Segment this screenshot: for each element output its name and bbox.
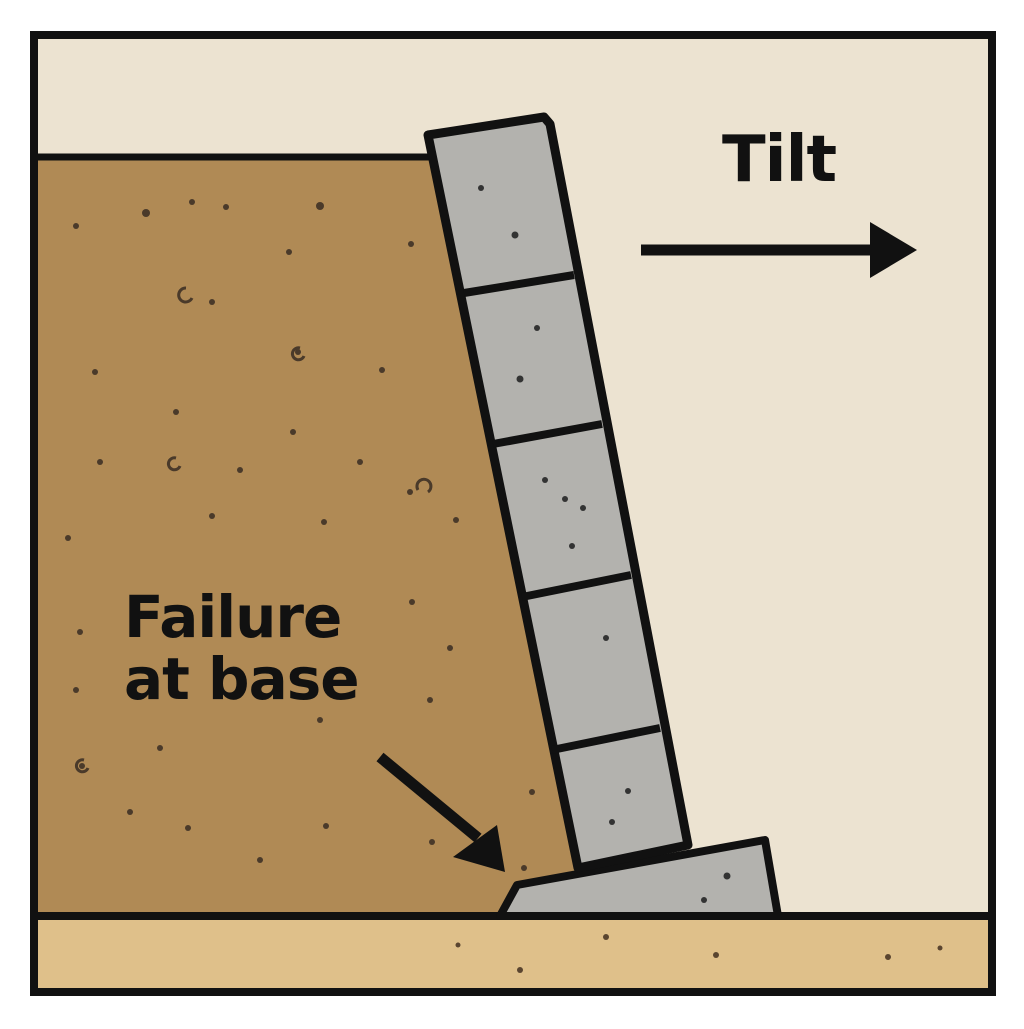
block-dividers — [463, 271, 661, 754]
tilt-label: Tilt — [722, 123, 837, 197]
diagram-frame — [30, 31, 996, 996]
foundation-soil — [37, 918, 990, 990]
failure-at-base-label: Failure at base — [124, 583, 360, 713]
soil-pebbles — [74, 286, 433, 774]
foundation-speckles — [455, 934, 943, 973]
wall-footing[interactable] — [496, 836, 782, 920]
failure-pointer-arrow-icon — [376, 752, 505, 872]
footing-speckles — [701, 872, 731, 903]
failure-label-line1: Failure — [124, 583, 342, 651]
block-speckles — [478, 185, 631, 825]
retained-soil — [37, 158, 578, 915]
failure-label-line2: at base — [124, 645, 360, 713]
tilt-direction-arrow-icon — [641, 222, 917, 278]
soil-speckles — [65, 199, 535, 871]
